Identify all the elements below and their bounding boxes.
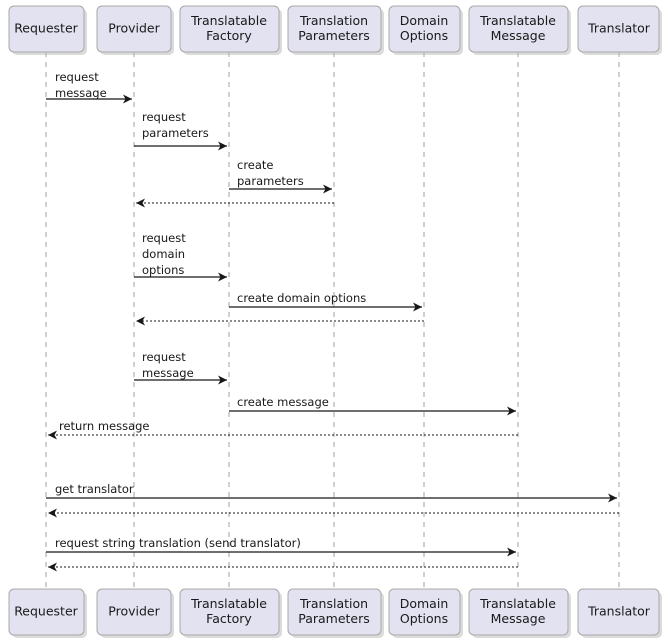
participant-translator-header[interactable]: Translator xyxy=(577,5,662,55)
message-arrowhead xyxy=(136,198,145,208)
msg-request-parameters[interactable]: request parameters xyxy=(134,110,227,151)
message-label: message xyxy=(142,366,194,380)
participant-box[interactable] xyxy=(577,588,660,636)
participant-box[interactable] xyxy=(388,5,461,53)
participant-box[interactable] xyxy=(96,588,172,636)
msg-request-message-2[interactable]: request message xyxy=(134,350,227,385)
participant-box[interactable] xyxy=(468,5,569,53)
message-label: create message xyxy=(237,395,329,409)
message-label: request xyxy=(142,110,186,124)
msg-return-string-translation[interactable] xyxy=(48,562,518,572)
participant-box[interactable] xyxy=(388,588,461,636)
participant-label: Translatable xyxy=(479,596,556,611)
message-label: get translator xyxy=(55,482,134,496)
message-label: request string translation (send transla… xyxy=(55,536,301,550)
message-label: request xyxy=(142,231,186,245)
participant-label: Translation xyxy=(299,596,368,611)
message-label: message xyxy=(55,86,107,100)
msg-request-message-1[interactable]: request message xyxy=(46,70,132,104)
message-arrowhead xyxy=(507,406,516,416)
msg-create-parameters[interactable]: create parameters xyxy=(229,158,332,194)
participant-label: Parameters xyxy=(298,611,370,626)
participant-label: Message xyxy=(491,28,546,43)
participant-label: Options xyxy=(400,611,448,626)
message-arrowhead xyxy=(507,547,516,557)
participant-label: Translator xyxy=(587,21,651,36)
message-label: domain xyxy=(142,247,185,261)
participant-box[interactable] xyxy=(287,588,382,636)
participant-box[interactable] xyxy=(8,588,85,636)
msg-return-domain-options[interactable] xyxy=(136,316,424,326)
message-label: options xyxy=(142,263,184,277)
participant-box[interactable] xyxy=(179,588,280,636)
message-arrowhead xyxy=(218,272,227,282)
participant-label: Translatable xyxy=(190,13,267,28)
participant-box[interactable] xyxy=(287,5,382,53)
message-arrowhead xyxy=(413,302,422,312)
message-arrowhead xyxy=(136,316,145,326)
msg-return-translator[interactable] xyxy=(48,508,619,518)
participant-label: Factory xyxy=(206,611,252,626)
msg-request-string-translation[interactable]: request string translation (send transla… xyxy=(46,536,516,557)
participant-box[interactable] xyxy=(8,5,85,53)
message-label: request xyxy=(55,70,99,84)
participant-label: Parameters xyxy=(298,28,370,43)
message-label: request xyxy=(142,350,186,364)
message-label: parameters xyxy=(237,174,304,188)
message-arrowhead xyxy=(48,430,57,440)
participant-label: Domain xyxy=(400,13,449,28)
message-label: create domain options xyxy=(237,291,366,305)
participant-label: Translatable xyxy=(190,596,267,611)
message-arrowhead xyxy=(48,562,57,572)
lifelines-layer xyxy=(45,52,620,589)
message-label: create xyxy=(237,158,274,172)
participant-label: Provider xyxy=(108,21,160,36)
participant-provider-header[interactable]: Provider xyxy=(96,5,174,55)
message-arrowhead xyxy=(218,375,227,385)
participant-label: Translator xyxy=(587,604,651,619)
msg-request-domain-options[interactable]: request domain options xyxy=(134,231,227,282)
message-arrowhead xyxy=(608,493,617,503)
participant-requester-header[interactable]: Requester xyxy=(8,5,87,55)
messages-layer: request message request parameters create par… xyxy=(46,70,619,572)
msg-get-translator[interactable]: get translator xyxy=(46,482,617,503)
participant-requester-footer[interactable]: Requester xyxy=(8,588,87,638)
message-label: return message xyxy=(59,419,150,433)
msg-return-message[interactable]: return message xyxy=(48,419,518,440)
participant-translator-footer[interactable]: Translator xyxy=(577,588,662,638)
message-arrowhead xyxy=(48,508,57,518)
message-label: parameters xyxy=(142,126,209,140)
participant-label: Translation xyxy=(299,13,368,28)
participant-label: Options xyxy=(400,28,448,43)
participant-label: Requester xyxy=(14,21,78,36)
participant-box[interactable] xyxy=(468,588,569,636)
participant-box[interactable] xyxy=(179,5,280,53)
msg-create-message[interactable]: create message xyxy=(229,395,516,416)
participant-label: Domain xyxy=(400,596,449,611)
msg-return-parameters[interactable] xyxy=(136,198,334,208)
participant-box[interactable] xyxy=(577,5,660,53)
participant-label: Factory xyxy=(206,28,252,43)
participant-label: Requester xyxy=(14,604,78,619)
participant-box[interactable] xyxy=(96,5,172,53)
participant-label: Message xyxy=(491,611,546,626)
msg-create-domain-options[interactable]: create domain options xyxy=(229,291,422,312)
message-arrowhead xyxy=(323,184,332,194)
participant-provider-footer[interactable]: Provider xyxy=(96,588,174,638)
participant-label: Translatable xyxy=(479,13,556,28)
message-arrowhead xyxy=(123,94,132,104)
participant-label: Provider xyxy=(108,604,160,619)
message-arrowhead xyxy=(218,141,227,151)
